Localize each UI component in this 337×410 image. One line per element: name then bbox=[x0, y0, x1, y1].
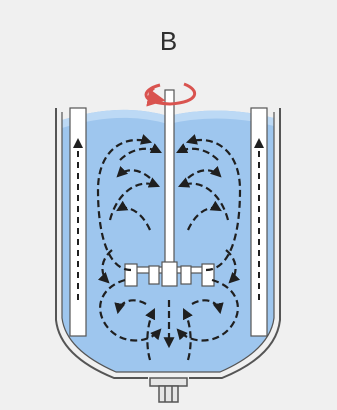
outlet-nozzle bbox=[150, 378, 187, 402]
shaft bbox=[165, 90, 174, 272]
